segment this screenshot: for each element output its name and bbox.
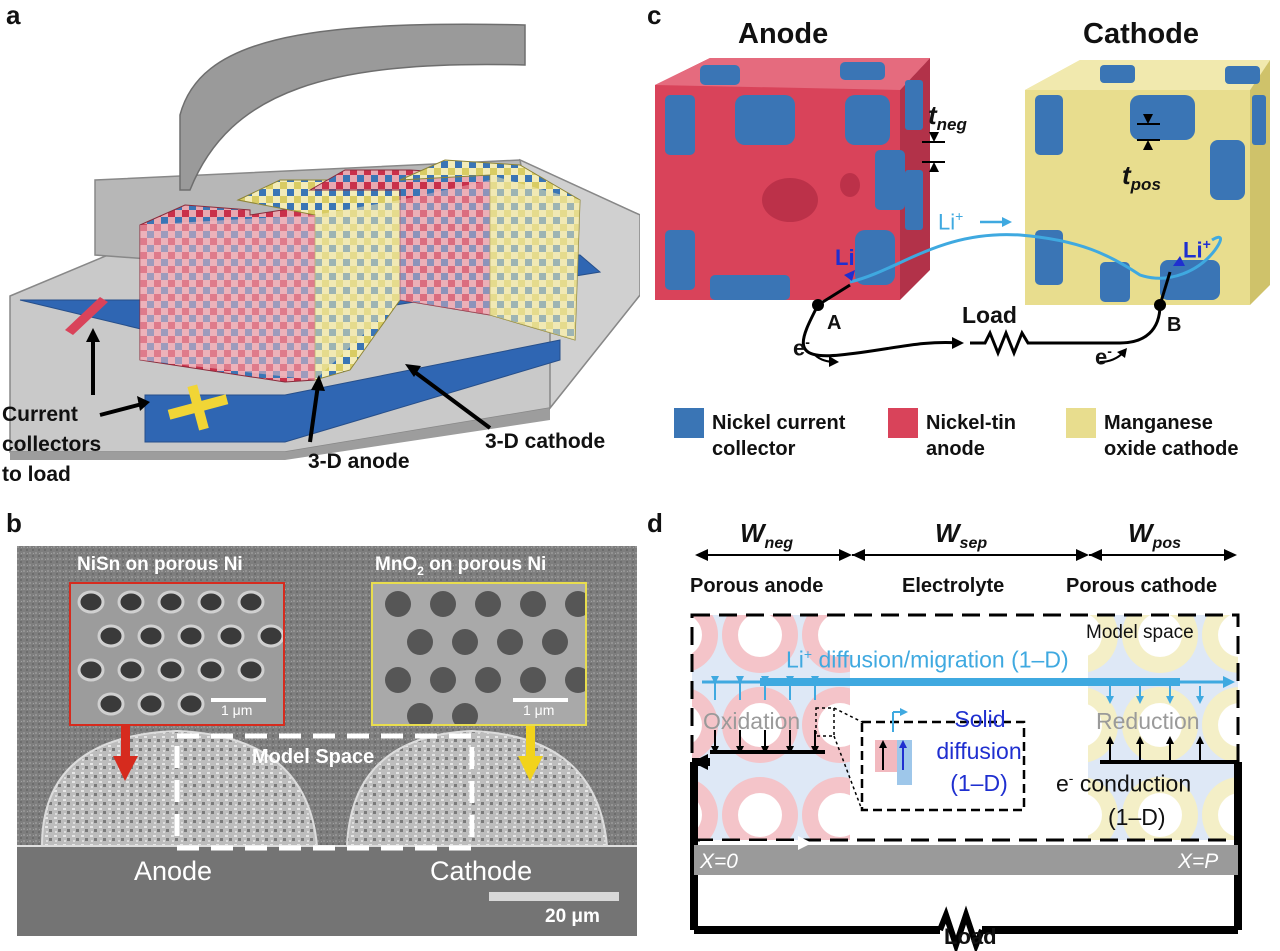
anode-label: Anode: [134, 856, 213, 886]
electron-right: e-: [1095, 343, 1112, 370]
point-b: B: [1167, 314, 1182, 336]
load-label-c: Load: [962, 302, 1017, 328]
x0-label: X=0: [700, 850, 738, 873]
model-space-box: [174, 733, 475, 851]
3d-cathode-label: 3-D cathode: [485, 430, 606, 453]
panel-label-a: a: [6, 0, 21, 30]
model-space-label-d: Model space: [1086, 622, 1194, 643]
anode-cube: [655, 58, 930, 300]
nisn-inset: 1 μm: [69, 582, 285, 726]
porous-anode-label: Porous anode: [690, 575, 824, 597]
legend-label-manganese: Manganese oxide cathode: [1104, 412, 1239, 460]
panel-label-d: d: [647, 508, 663, 538]
porous-cathode-label: Porous cathode: [1066, 575, 1218, 597]
scale-bar-label: 20 μm: [545, 906, 600, 927]
mno2-scale-text: 1 μm: [523, 702, 555, 718]
electrolyte-label: Electrolyte: [902, 575, 1005, 597]
cathode-label: Cathode: [430, 856, 533, 886]
reduction-label: Reduction: [1096, 708, 1200, 734]
legend-swatch-manganese: [1066, 408, 1096, 438]
li-plus-cathode: Li+: [1183, 236, 1211, 263]
panel-c-cubes: [655, 58, 1270, 367]
cathode-title: Cathode: [1083, 18, 1199, 50]
w-pos-label: Wpos: [1128, 518, 1181, 553]
li-plus-electrolyte: Li+: [938, 208, 964, 235]
solid-1d-label: (1–D): [950, 770, 1008, 796]
nisn-title: NiSn on porous Ni: [77, 554, 243, 575]
cathode-collector: [144, 339, 561, 443]
anode-title: Anode: [738, 18, 829, 50]
xp-label: X=P: [1178, 850, 1219, 873]
li-diffusion-label: Li+ diffusion/migration (1–D): [786, 646, 1069, 673]
w-sep-label: Wsep: [935, 518, 988, 553]
li-anode-label: Li: [835, 245, 855, 270]
curved-lid: [179, 23, 526, 191]
legend-label-nickel: Nickel current collector: [712, 412, 846, 460]
panel-d-model-schematic: [690, 549, 1242, 951]
e-conduction-label: e- conduction: [1056, 770, 1192, 797]
mno2-title: MnO2 on porous Ni: [375, 554, 547, 578]
point-a: A: [827, 312, 842, 334]
cathode-dome: [345, 729, 609, 847]
3d-anode-label: 3-D anode: [308, 450, 410, 473]
panel-label-c: c: [647, 0, 662, 30]
t-neg-label: tneg: [928, 100, 967, 135]
legend-swatch-nickel: [674, 408, 704, 438]
electron-left: e-: [793, 334, 810, 361]
solid-label: Solid: [954, 706, 1006, 732]
conduction-1d-label: (1–D): [1108, 804, 1166, 830]
mno2-inset: 1 μm: [371, 582, 587, 726]
nisn-scale-text: 1 μm: [221, 702, 253, 718]
panel-a-battery-illustration: [9, 23, 640, 460]
legend-label-nickel-tin: Nickel-tin anode: [926, 412, 1017, 460]
model-space-label: Model Space: [252, 746, 375, 768]
minus-sign: [65, 297, 108, 335]
panel-label-b: b: [6, 508, 22, 538]
w-neg-label: Wneg: [740, 518, 793, 553]
sem-image: 1 μm 1 μm NiSn on porous Ni MnO2 on poro…: [17, 546, 637, 936]
cathode-cube: [1025, 60, 1270, 305]
diffusion-label: diffusion: [936, 738, 1022, 764]
load-label-d: Load: [944, 924, 997, 949]
oxidation-label: Oxidation: [703, 708, 801, 734]
current-collectors-label: Current collectors to load: [2, 403, 102, 486]
t-pos-label: tpos: [1122, 160, 1161, 195]
legend-swatch-nickel-tin: [888, 408, 918, 438]
